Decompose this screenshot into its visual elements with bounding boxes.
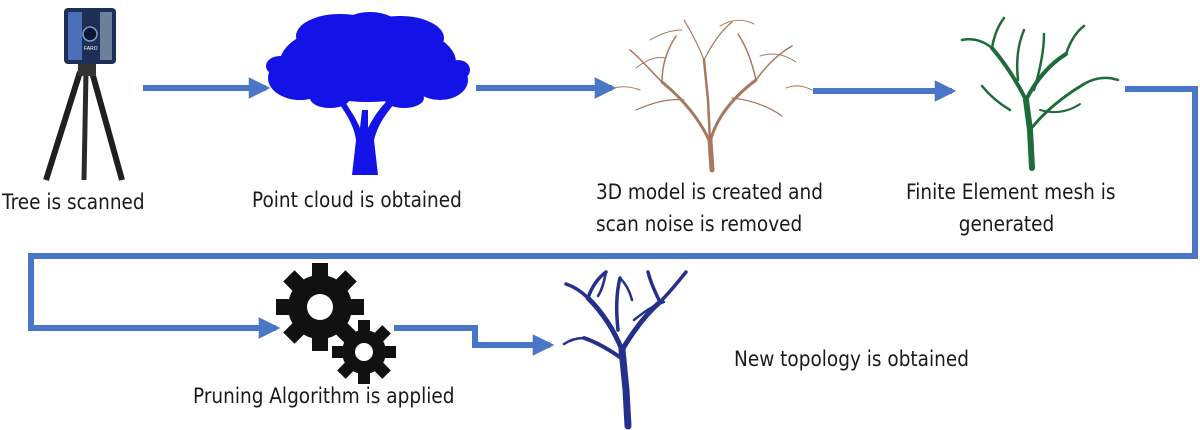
arrow-pruning-to-topology (394, 325, 555, 356)
point-cloud-tree-icon (266, 12, 470, 175)
fe-mesh-tree-icon (960, 16, 1120, 171)
label-point-cloud: Point cloud is obtained (252, 188, 462, 212)
pruned-topology-icon (562, 270, 688, 430)
label-3d-model: 3D model is created and scan noise is re… (596, 180, 823, 236)
label-tree-scanned: Tree is scanned (2, 190, 145, 214)
arrow-mesh-to-pruning (28, 86, 1198, 339)
label-fe-mesh: Finite Element mesh is generated (906, 180, 1116, 236)
svg-text:FARO: FARO (84, 46, 98, 52)
label-new-topology: New topology is obtained (734, 347, 969, 371)
gears-icon (276, 263, 396, 384)
laser-scanner-icon: FARO (43, 8, 125, 181)
tree-model-icon (613, 19, 813, 173)
label-pruning-algorithm: Pruning Algorithm is applied (193, 384, 455, 408)
